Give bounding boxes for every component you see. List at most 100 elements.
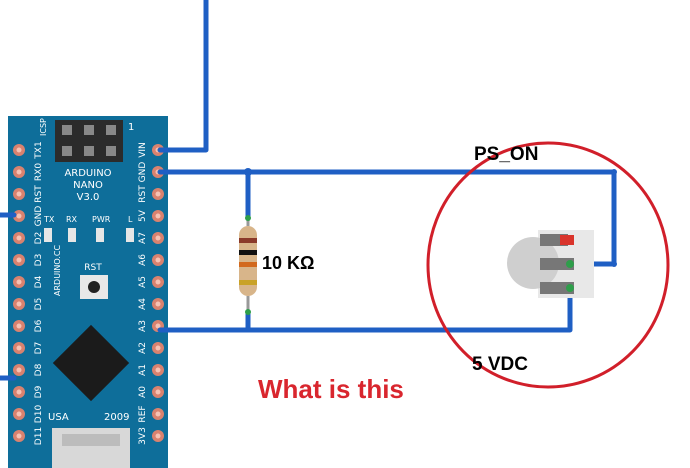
board-usa-label: USA [48,412,69,423]
wire-vin [157,0,209,153]
component-lead-2 [540,258,574,270]
right-pad-hole-a4 [155,301,161,307]
junction-right [611,261,617,267]
right-pad-hole-a6 [155,257,161,263]
left-pin-label-d8: D8 [34,363,44,376]
right-pin-pads [152,144,164,442]
right-pad-hole-5v [155,213,161,219]
right-pin-label-a5: A5 [138,276,148,288]
left-pin-label-d9: D9 [34,385,44,398]
left-pad-hole-rst [16,191,22,197]
led-pwr [96,228,104,242]
right-pin-label-a1: A1 [138,364,148,376]
icsp-one-label: 1 [128,122,134,133]
right-pin-label-a7: A7 [138,232,148,244]
icsp-pins [62,125,116,156]
right-pin-label-a0: A0 [138,386,148,398]
left-pad-hole-d5 [16,301,22,307]
wire-junctions [244,168,617,267]
left-pin-pads [13,144,25,442]
right-pad-hole-rst [155,191,161,197]
left-pad-hole-d8 [16,367,22,373]
resistor-band-3 [239,262,257,267]
right-pin-label-ref: REF [138,405,148,422]
mystery-component [507,230,594,298]
led-pwr-label: PWR [92,215,111,224]
wire-5vdc [157,285,573,333]
left-pin-label-rx0: RX0 [34,163,44,181]
board-year-label: 2009 [104,412,129,423]
left-pad-hole-d9 [16,389,22,395]
left-pad-hole-d4 [16,279,22,285]
resistor-end-bottom [245,309,251,315]
led-tx-label: TX [43,215,55,224]
left-pad-hole-rx0 [16,169,22,175]
reset-label: RST [84,263,102,273]
right-pad-hole-a3 [155,323,161,329]
right-pad-hole-a0 [155,389,161,395]
left-pin-label-rst: RST [34,185,44,203]
right-pin-label-a6: A6 [138,254,148,266]
component-pin-2-dot [566,260,574,268]
resistor-body [239,226,257,296]
right-pad-hole-a5 [155,279,161,285]
right-pin-label-gnd: GND [138,162,148,183]
label-5vdc: 5 VDC [472,354,528,375]
left-pin-label-d7: D7 [34,342,44,355]
label-ps-on: PS_ON [474,144,538,165]
led-rx-label: RX [66,215,78,224]
left-pin-label-d5: D5 [34,298,44,311]
left-pad-hole-d3 [16,257,22,263]
component-lead-1-tip [560,235,574,245]
junction-top [244,168,252,176]
right-pad-hole-a2 [155,345,161,351]
right-pin-label-a3: A3 [138,320,148,332]
resistor-end-top [245,215,251,221]
led-l-label: L [128,215,133,224]
icsp-label: ICSP [39,118,48,136]
left-pin-label-tx1: TX1 [34,141,44,159]
left-pad-hole-d2 [16,235,22,241]
right-pad-hole-ref [155,411,161,417]
left-pad-hole-d11 [16,433,22,439]
left-pad-hole-d10 [16,411,22,417]
resistor-band-1 [239,238,257,243]
right-pad-hole-3v3 [155,433,161,439]
usb-port [62,434,120,446]
led-tx [44,228,52,242]
resistor-band-2 [239,250,257,255]
board-brand: ARDUINO [64,168,111,179]
led-l [126,228,134,242]
junction-corner [611,169,617,175]
label-question: What is this [258,374,404,404]
component-dome [507,237,559,289]
left-pin-label-d6: D6 [34,319,44,332]
right-pin-label-5v: 5V [138,209,148,222]
board-model: NANO [73,180,103,191]
right-pad-hole-a1 [155,367,161,373]
left-pin-label-d2: D2 [34,232,44,245]
left-pad-hole-d6 [16,323,22,329]
left-pin-label-d10: D10 [34,405,44,424]
right-pin-label-a4: A4 [138,298,148,310]
label-resistor-value: 10 KΩ [262,253,314,273]
left-pin-label-d3: D3 [34,254,44,267]
right-pin-label-rst: RST [138,185,148,203]
right-pad-hole-a7 [155,235,161,241]
component-lead-3 [540,282,574,294]
highlight-circle [426,141,670,389]
component-pin-3-dot [566,284,574,292]
left-pad-hole-tx1 [16,147,22,153]
resistor-10k [239,215,257,315]
left-pin-label-d11: D11 [34,427,44,445]
left-pin-label-d4: D4 [34,275,44,288]
board-version: V3.0 [77,192,100,203]
right-pin-label-a2: A2 [138,342,148,354]
reset-button [88,281,100,293]
board-cc-label: ARDUINO.CC [53,245,62,296]
led-row: TX RX PWR L [43,215,134,242]
right-pin-label-vin: VIN [138,142,148,158]
